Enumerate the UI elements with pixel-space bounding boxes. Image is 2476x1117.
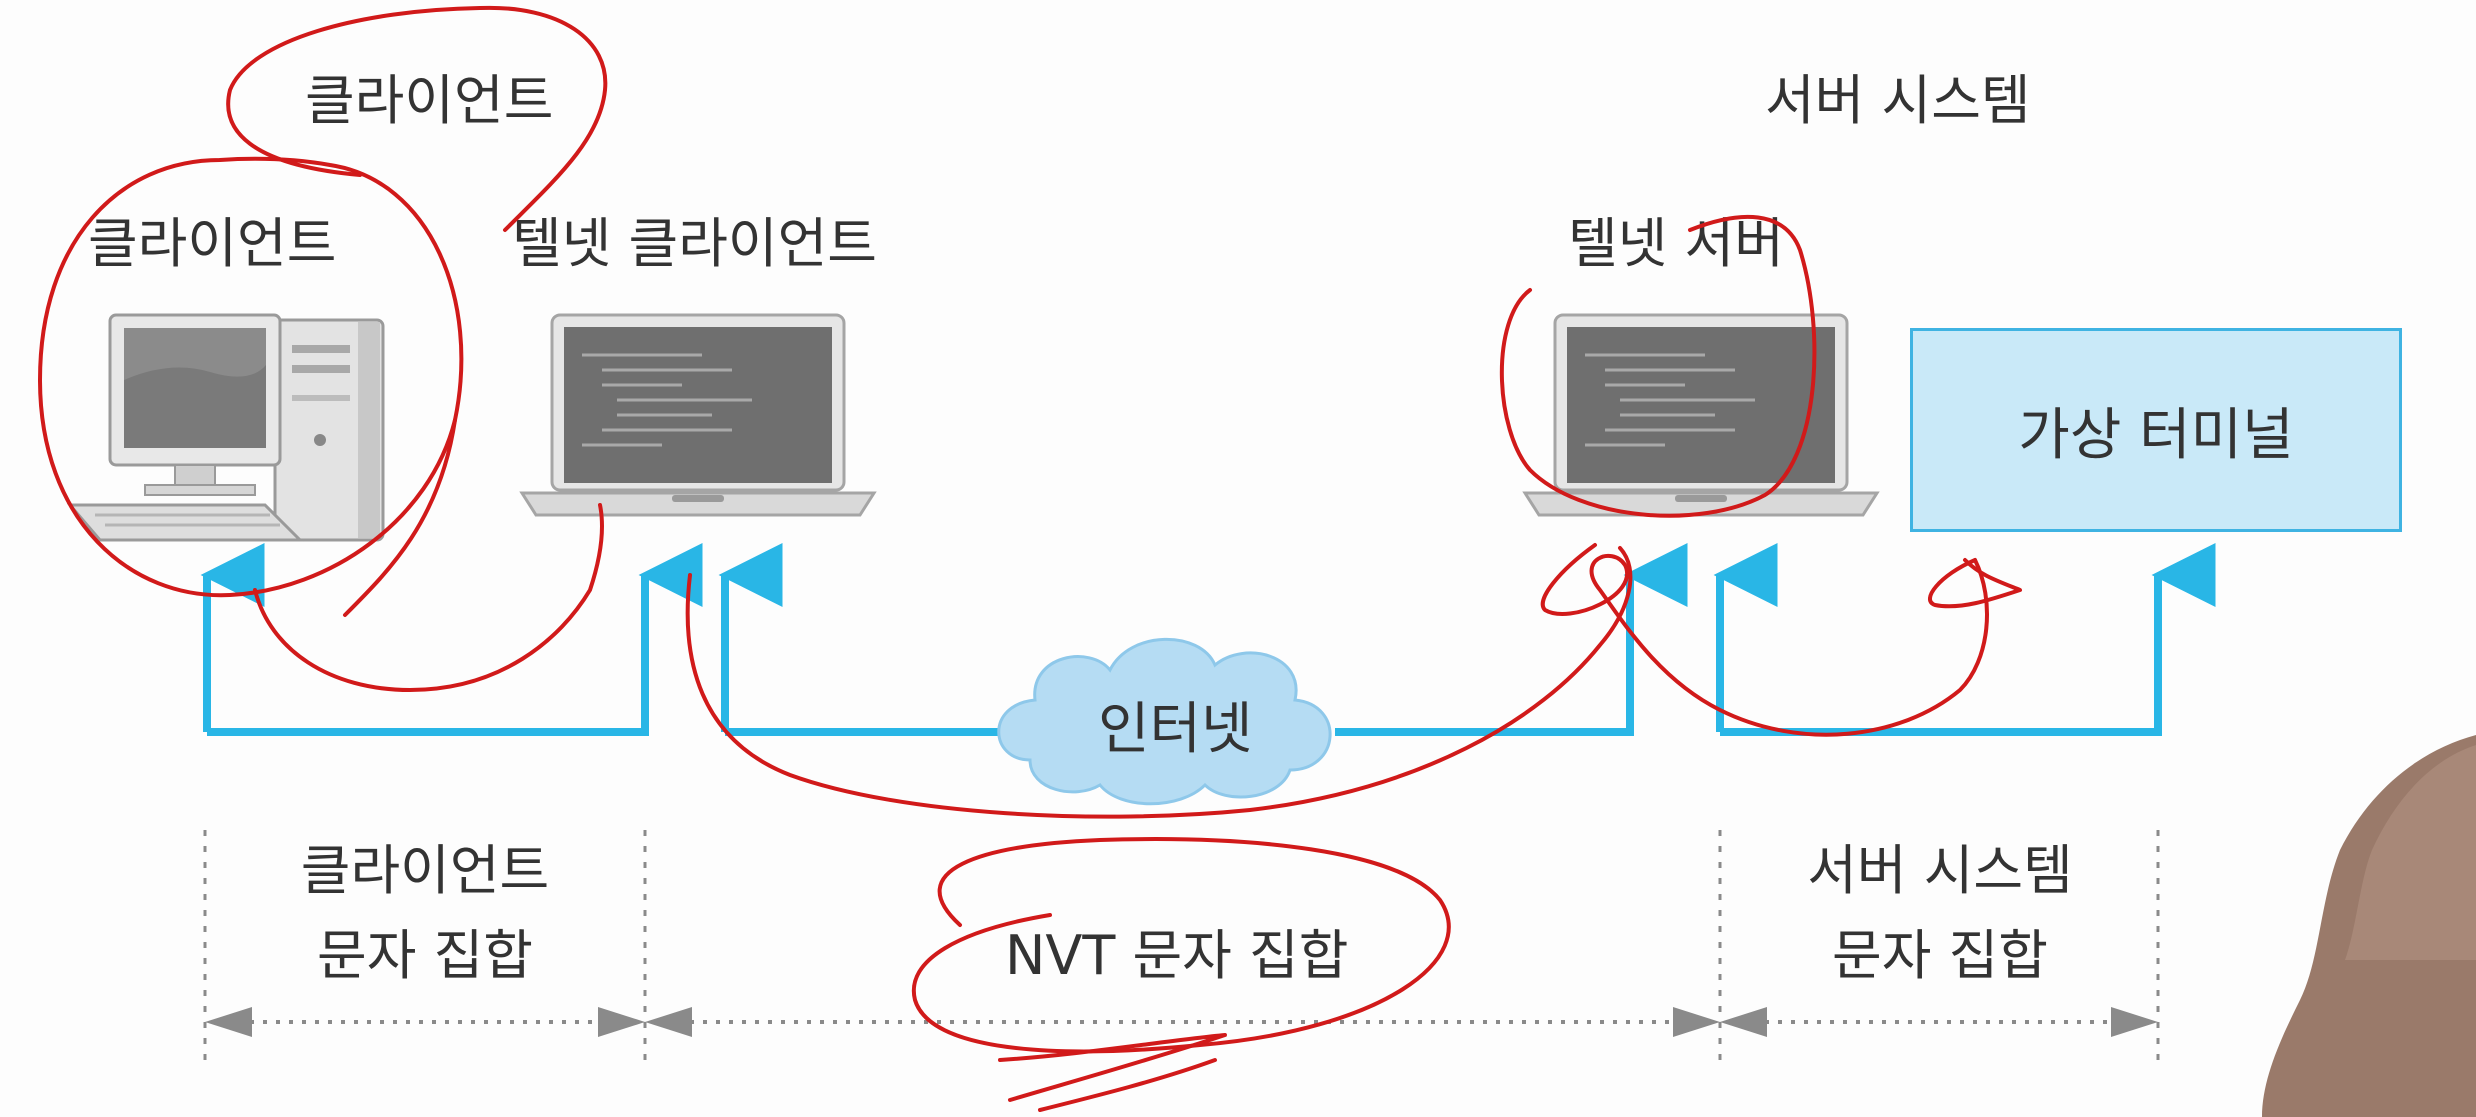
server-system-label: 서버 시스템 [1765, 69, 2031, 132]
client-label: 클라이언트 [88, 212, 337, 275]
laptop-icon [1522, 313, 1880, 517]
server-charset-line1: 서버 시스템 [1807, 839, 2073, 902]
client-charset-line2: 문자 집합 [317, 924, 533, 987]
telnet-client-label: 텔넷 클라이언트 [512, 212, 877, 275]
virtual-terminal-box: 가상 터미널 [1910, 328, 2402, 532]
server-charset-line2: 문자 집합 [1832, 924, 2048, 987]
top-client-label: 클라이언트 [305, 69, 554, 132]
virtual-terminal-label: 가상 터미널 [2018, 402, 2294, 468]
laptop-icon [519, 313, 877, 517]
internet-label: 인터넷 [1098, 697, 1253, 762]
nvt-charset-label: NVT 문자 집합 [1005, 924, 1349, 987]
dimension-guides [203, 830, 2160, 1060]
presenter-silhouette [2262, 735, 2476, 1117]
desktop-computer-icon [66, 313, 385, 542]
telnet-server-label: 텔넷 서버 [1568, 212, 1784, 275]
client-charset-line1: 클라이언트 [300, 839, 550, 902]
